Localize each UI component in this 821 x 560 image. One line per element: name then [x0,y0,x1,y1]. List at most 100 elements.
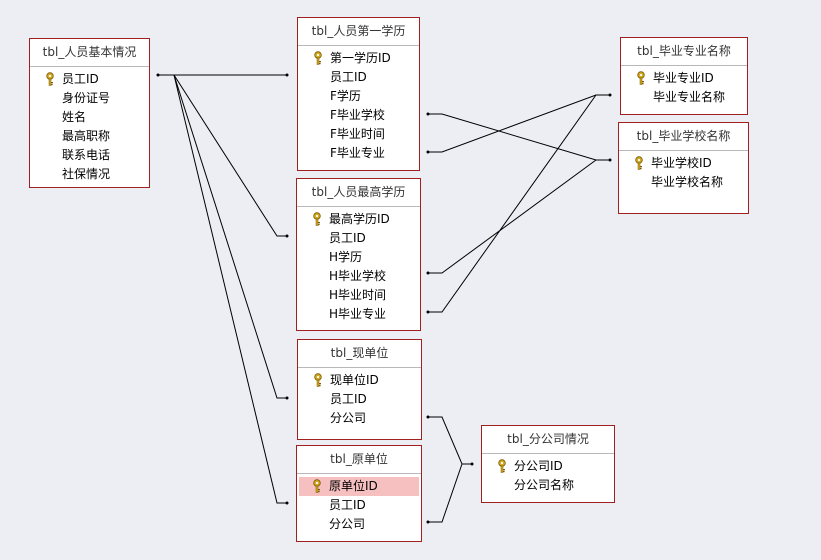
field-label: F毕业专业 [330,146,385,160]
field-school-id[interactable]: 毕业学校ID [621,154,746,173]
table-tbl-original-unit[interactable]: tbl_原单位 原单位ID 员工ID 分公司 [296,445,422,542]
field-employee-id[interactable]: 员工ID [299,229,418,248]
field-label: 员工ID [329,498,366,512]
primary-key-icon [636,71,646,85]
line-endpoint [426,150,430,154]
table-tbl-branch-info[interactable]: tbl_分公司情况 分公司ID 分公司名称 [481,425,615,503]
field-label: 员工ID [330,70,367,84]
relationship-line [428,113,610,161]
table-title[interactable]: tbl_人员基本情况 [30,39,149,67]
field-label: 姓名 [62,110,87,124]
line-endpoint [608,93,612,97]
line-endpoint [608,158,612,162]
table-title[interactable]: tbl_毕业学校名称 [619,123,748,151]
relationship-line [158,74,287,399]
primary-key-icon [497,459,507,473]
field-label: 毕业学校ID [651,156,712,170]
field-label: 联系电话 [62,148,111,162]
primary-key-icon [634,156,644,170]
field-h-graduation-time[interactable]: H毕业时间 [299,286,418,305]
primary-key-icon [312,212,322,226]
field-major-name[interactable]: 毕业专业名称 [623,88,745,107]
field-employee-id[interactable]: 员工ID [300,390,419,409]
table-title[interactable]: tbl_分公司情况 [482,426,614,454]
relationship-line [428,159,610,274]
line-endpoint [426,112,430,116]
field-label: 最高学历ID [329,212,390,226]
table-tbl-basic[interactable]: tbl_人员基本情况 员工ID 身份证号 姓名 最高职称 联系电话 社保情况 [29,38,150,188]
field-label: 员工ID [330,392,367,406]
field-f-degree[interactable]: F学历 [300,87,417,106]
field-label: 毕业专业ID [653,71,714,85]
line-endpoint [156,73,160,77]
line-endpoint [470,462,474,466]
field-name[interactable]: 姓名 [32,108,147,127]
relationship-line [428,94,610,153]
line-endpoint [285,234,289,238]
field-label: F毕业时间 [330,127,385,141]
line-endpoint [426,520,430,524]
table-title[interactable]: tbl_人员第一学历 [298,18,419,46]
field-label: H毕业时间 [329,288,387,302]
field-label: H毕业专业 [329,307,387,321]
field-original-unit-id[interactable]: 原单位ID [299,477,419,496]
field-branch[interactable]: 分公司 [299,515,419,534]
field-h-major[interactable]: H毕业专业 [299,305,418,324]
field-branch[interactable]: 分公司 [300,409,419,428]
field-label: F毕业学校 [330,108,385,122]
relationship-line [428,416,472,465]
field-employee-id[interactable]: 员工ID [300,68,417,87]
field-highest-education-id[interactable]: 最高学历ID [299,210,418,229]
primary-key-icon [312,479,322,493]
field-label: 毕业专业名称 [653,90,726,104]
field-current-unit-id[interactable]: 现单位ID [300,371,419,390]
line-endpoint [426,415,430,419]
field-label: 毕业学校名称 [651,175,724,189]
field-h-school[interactable]: H毕业学校 [299,267,418,286]
field-school-name[interactable]: 毕业学校名称 [621,173,746,192]
line-endpoint [426,310,430,314]
field-label: 最高职称 [62,129,111,143]
relationship-line [428,463,472,523]
table-title[interactable]: tbl_原单位 [297,446,421,474]
table-tbl-major-names[interactable]: tbl_毕业专业名称 毕业专业ID 毕业专业名称 [620,37,748,115]
field-branch-name[interactable]: 分公司名称 [484,476,612,495]
field-phone[interactable]: 联系电话 [32,146,147,165]
field-social-security[interactable]: 社保情况 [32,165,147,184]
field-employee-id[interactable]: 员工ID [299,496,419,515]
field-f-major[interactable]: F毕业专业 [300,144,417,163]
field-branch-id[interactable]: 分公司ID [484,457,612,476]
relationship-line [158,74,287,237]
field-label: 员工ID [329,231,366,245]
field-label: 员工ID [62,72,99,86]
field-label: H毕业学校 [329,269,387,283]
relationship-line [158,74,287,504]
field-label: F学历 [330,89,361,103]
field-first-education-id[interactable]: 第一学历ID [300,49,417,68]
table-title[interactable]: tbl_人员最高学历 [297,179,420,207]
field-employee-id[interactable]: 员工ID [32,70,147,89]
table-title[interactable]: tbl_现单位 [298,340,421,368]
field-highest-title[interactable]: 最高职称 [32,127,147,146]
table-tbl-highest-education[interactable]: tbl_人员最高学历 最高学历ID 员工ID H学历 H毕业学校 H毕业时间 H… [296,178,421,331]
table-tbl-first-education[interactable]: tbl_人员第一学历 第一学历ID 员工ID F学历 F毕业学校 F毕业时间 F… [297,17,420,171]
field-f-school[interactable]: F毕业学校 [300,106,417,125]
relationship-line [428,94,610,313]
field-label: 分公司ID [514,459,563,473]
field-label: H学历 [329,250,363,264]
line-endpoint [285,501,289,505]
field-major-id[interactable]: 毕业专业ID [623,69,745,88]
field-f-graduation-time[interactable]: F毕业时间 [300,125,417,144]
field-label: 分公司 [329,517,366,531]
field-label: 分公司 [330,411,367,425]
line-endpoint [285,73,289,77]
field-label: 原单位ID [329,479,378,493]
field-h-degree[interactable]: H学历 [299,248,418,267]
line-endpoint [426,271,430,275]
field-id-number[interactable]: 身份证号 [32,89,147,108]
table-tbl-current-unit[interactable]: tbl_现单位 现单位ID 员工ID 分公司 [297,339,422,440]
field-label: 现单位ID [330,373,379,387]
table-tbl-school-names[interactable]: tbl_毕业学校名称 毕业学校ID 毕业学校名称 [618,122,749,214]
field-label: 第一学历ID [330,51,391,65]
table-title[interactable]: tbl_毕业专业名称 [621,38,747,66]
